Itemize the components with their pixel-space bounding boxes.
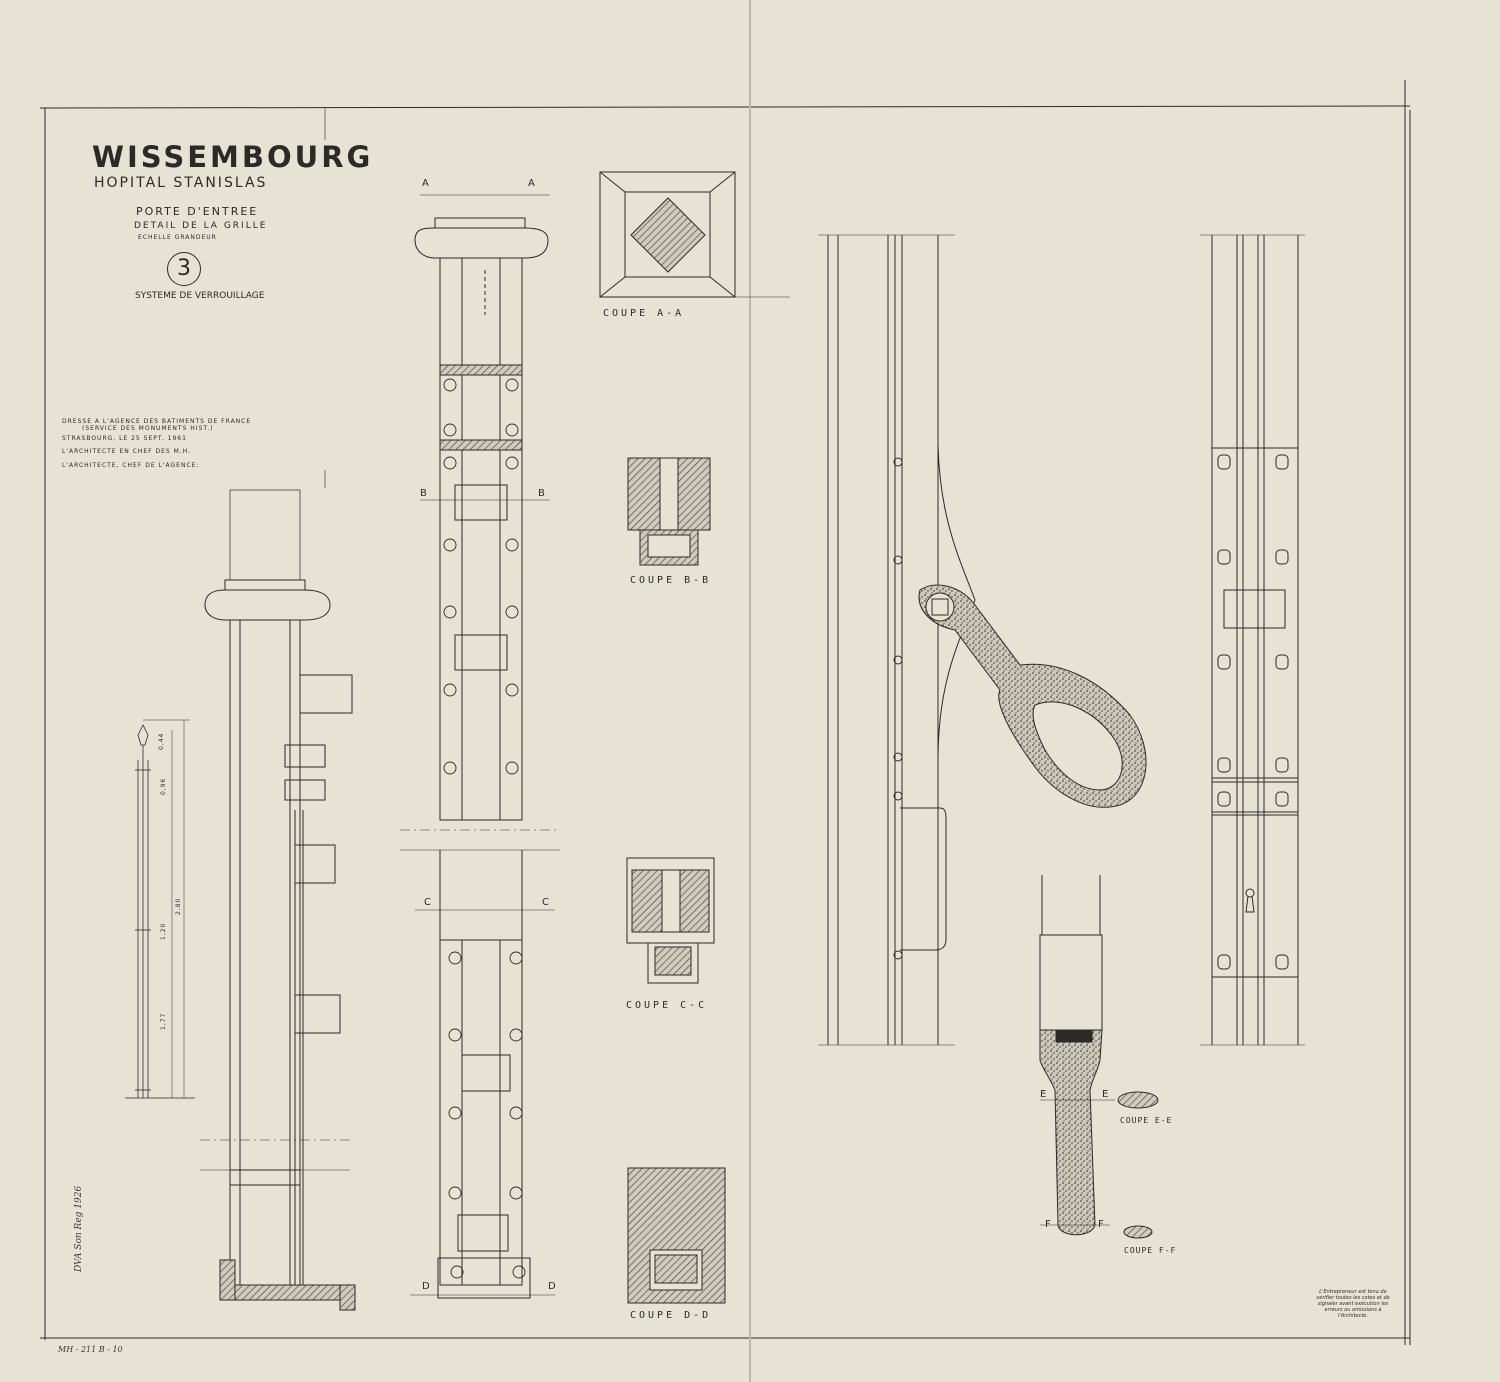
cut-mark-c-left: C bbox=[424, 897, 431, 908]
cut-mark-b-left: B bbox=[420, 488, 427, 499]
system-label: SYSTEME DE VERROUILLAGE bbox=[135, 291, 265, 301]
sheet-number-circle: 3 bbox=[167, 252, 201, 286]
cut-mark-a-right: A bbox=[528, 178, 535, 189]
cut-mark-c-right: C bbox=[542, 897, 549, 908]
cut-mark-e-right: E bbox=[1102, 1089, 1109, 1100]
section-dd bbox=[627, 1167, 726, 1304]
credit-line-3: STRASBOURG, LE 25 SEPT. 1961 bbox=[62, 435, 187, 442]
building-title: HOPITAL STANISLAS bbox=[94, 175, 268, 191]
subject-label: PORTE D'ENTREE bbox=[136, 205, 259, 218]
ring-handle bbox=[918, 584, 1147, 808]
section-ff-label: COUPE F-F bbox=[1124, 1246, 1177, 1255]
section-aa bbox=[599, 171, 790, 298]
cut-mark-f-right: F bbox=[1098, 1219, 1104, 1230]
dimension-1: 0,44 bbox=[158, 732, 165, 750]
section-ee-label: COUPE E-E bbox=[1120, 1116, 1173, 1125]
gate-elevation bbox=[125, 719, 195, 1099]
contractor-note: L'Entrepreneur est tenu de vérifier tout… bbox=[1316, 1289, 1390, 1319]
credit-line-5: L'ARCHITECTE, CHEF DE L'AGENCE: bbox=[62, 462, 200, 469]
side-elevation bbox=[200, 489, 356, 1311]
cut-mark-f-left: F bbox=[1045, 1219, 1051, 1230]
dimension-2: 0,96 bbox=[160, 777, 167, 795]
section-bb-label: COUPE B-B bbox=[630, 575, 712, 586]
cut-mark-e-left: E bbox=[1040, 1089, 1047, 1100]
dimension-3: 2,80 bbox=[175, 897, 182, 915]
cut-mark-d-left: D bbox=[422, 1281, 430, 1292]
section-aa-label: COUPE A-A bbox=[603, 308, 685, 319]
section-cc-label: COUPE C-C bbox=[626, 1000, 708, 1011]
credit-line-1: DRESSE A L'AGENCE DES BATIMENTS DE FRANC… bbox=[62, 418, 252, 425]
detail-label: DETAIL DE LA GRILLE bbox=[134, 221, 268, 231]
archive-stamp: DVA Son Reg 1926 bbox=[74, 1185, 84, 1272]
front-elevation bbox=[400, 194, 560, 1299]
town-title: WISSEMBOURG bbox=[92, 140, 374, 174]
section-dd-label: COUPE D-D bbox=[630, 1310, 712, 1321]
credit-line-4: L'ARCHITECTE EN CHEF DES M.H. bbox=[62, 448, 192, 455]
handle-profile bbox=[1039, 875, 1159, 1239]
dimension-4: 1,20 bbox=[160, 922, 167, 940]
sheet-frame bbox=[39, 80, 1411, 1345]
cut-mark-d-right: D bbox=[548, 1281, 556, 1292]
screw-row-front bbox=[443, 378, 526, 1279]
section-cc bbox=[626, 857, 715, 984]
credit-line-2: (SERVICE DES MONUMENTS HIST.) bbox=[82, 425, 214, 432]
cut-mark-b-right: B bbox=[538, 488, 545, 499]
scale-label: ECHELLE GRANDEUR bbox=[138, 234, 217, 241]
bolt-profile bbox=[818, 234, 976, 1046]
dimension-5: 1,77 bbox=[160, 1012, 167, 1030]
section-bb bbox=[627, 457, 711, 566]
archive-reference: MH - 211 B - 10 bbox=[58, 1345, 123, 1354]
bolt-front bbox=[1200, 234, 1305, 1046]
cut-mark-a-left: A bbox=[422, 178, 429, 189]
